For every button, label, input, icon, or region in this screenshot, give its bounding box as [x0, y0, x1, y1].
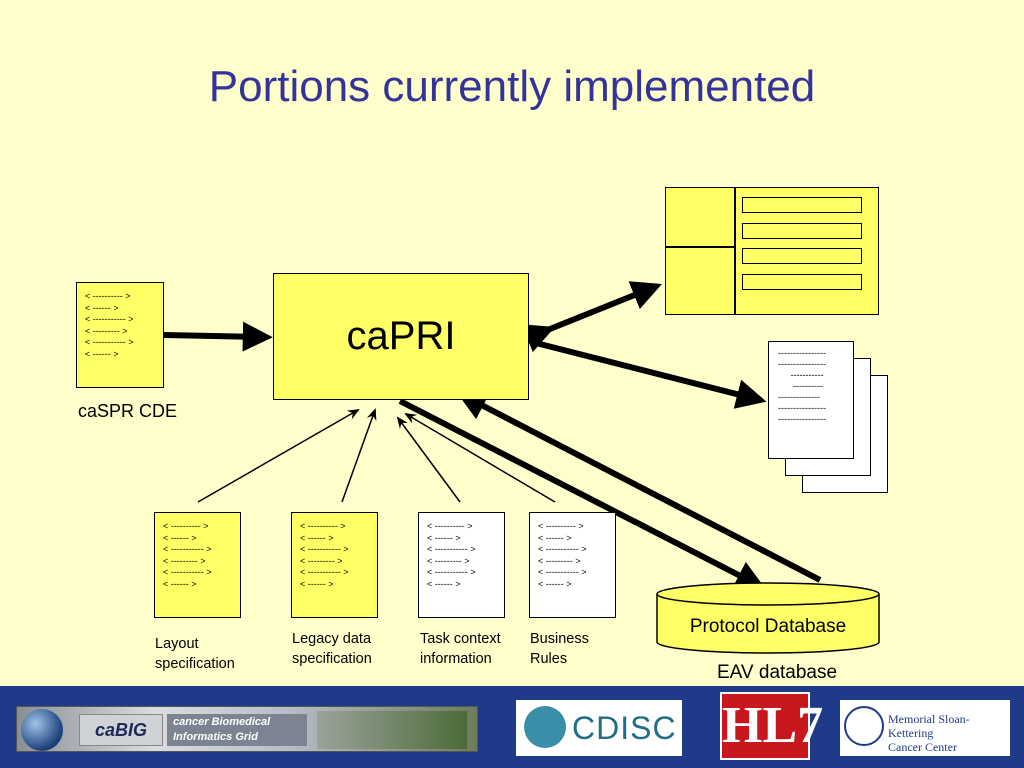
- capri-label: caPRI: [346, 314, 456, 358]
- protocol-database-label: Protocol Database: [689, 616, 847, 637]
- doc-line: < ---------- >: [85, 291, 131, 301]
- doc-line: < ---------- >: [163, 521, 209, 531]
- cdisc-helix-icon: [524, 706, 566, 748]
- msk-seal-icon: [844, 706, 884, 746]
- business-rules-label: Business Rules: [530, 629, 589, 669]
- label-line: specification: [292, 651, 372, 667]
- report-line: ----------------: [778, 348, 826, 358]
- doc-line: < --------- >: [427, 555, 470, 566]
- doc-line: < --------- >: [300, 555, 343, 566]
- globe-icon: [21, 709, 63, 751]
- doc-line: < ------ >: [300, 532, 334, 543]
- form-field: [742, 248, 862, 264]
- doc-line: < ----------- >: [300, 544, 349, 554]
- msk-line: Cancer Center: [888, 740, 957, 754]
- arrow-task-to-capri: [396, 416, 461, 503]
- doc-line: < ------ >: [300, 578, 334, 589]
- cabig-wordmark: caBIG: [79, 714, 163, 746]
- eav-database-label: EAV database: [717, 662, 838, 683]
- doc-line: < ------ >: [163, 532, 197, 543]
- doc-line: < ------ >: [163, 578, 197, 589]
- arrow-capri-form-bidirectional: [521, 281, 663, 353]
- cabig-logo: caBIG cancer Biomedical Informatics Grid: [16, 706, 478, 752]
- cdisc-logo: CDISC: [516, 700, 682, 756]
- cabig-tagline: cancer Biomedical Informatics Grid: [167, 714, 307, 746]
- capri-box: caPRI: [273, 273, 529, 400]
- form-divider: [666, 246, 734, 248]
- label-line: Layout: [155, 636, 199, 652]
- report-line: ----------------: [778, 414, 826, 424]
- form-window-icon: [665, 187, 879, 315]
- label-line: Task context: [420, 631, 501, 647]
- arrow-database-to-capri: [456, 392, 822, 583]
- form-field: [742, 197, 862, 213]
- form-field: [742, 223, 862, 239]
- label-line: specification: [155, 656, 235, 672]
- doc-line: < ----------- >: [300, 567, 349, 577]
- caspr-cde-label: caSPR CDE: [78, 401, 178, 421]
- arrow-caspr-to-capri: [163, 321, 273, 352]
- legacy-data-document: < ---------- > < ------ > < ----------- …: [291, 512, 378, 618]
- tagline-line: cancer Biomedical: [173, 716, 271, 728]
- arrow-capri-to-report: [531, 339, 767, 409]
- doc-line: < ----------- >: [427, 544, 476, 554]
- doc-line: < ------ >: [538, 578, 572, 589]
- arrow-layout-to-capri: [197, 409, 360, 503]
- legacy-data-label: Legacy data specification: [292, 629, 372, 669]
- doc-line: < ----------- >: [538, 544, 587, 554]
- cdisc-wordmark: CDISC: [572, 710, 677, 746]
- report-line: ----------------: [778, 403, 826, 413]
- form-field: [742, 274, 862, 290]
- caspr-cde-document: < ---------- > < ------ > < ----------- …: [76, 282, 164, 388]
- doc-line: < ----------- >: [163, 567, 212, 577]
- report-line: --------------: [778, 392, 820, 402]
- hl7-wordmark: HL7: [722, 694, 823, 758]
- doc-line: < ----------- >: [163, 544, 212, 554]
- doc-line: < ----------- >: [427, 567, 476, 577]
- arrow-rules-to-capri: [404, 412, 556, 503]
- doc-line: < ----------- >: [538, 567, 587, 577]
- layout-spec-label: Layout specification: [155, 634, 235, 674]
- report-line: ----------------: [778, 359, 826, 369]
- report-line: -----------: [778, 370, 824, 380]
- doc-line: < --------- >: [163, 555, 206, 566]
- doc-line: < ---------- >: [538, 521, 584, 531]
- msk-wordmark: Memorial Sloan-Kettering Cancer Center: [888, 712, 1010, 754]
- tagline-line: Informatics Grid: [173, 731, 258, 743]
- protocol-database-cylinder: [656, 582, 880, 654]
- msk-logo: Memorial Sloan-Kettering Cancer Center: [840, 700, 1010, 756]
- doc-line: < ----------- >: [85, 314, 134, 324]
- hl7-logo: HL7: [720, 692, 823, 760]
- task-context-label: Task context information: [420, 629, 501, 669]
- label-line: Legacy data: [292, 631, 372, 647]
- doc-line: < ------ >: [427, 578, 461, 589]
- arrow-capri-to-database: [398, 398, 766, 589]
- doc-line: < ----------- >: [85, 337, 134, 347]
- report-page-front: ---------------- ---------------- ------…: [768, 341, 854, 459]
- doc-line: < ------ >: [427, 532, 461, 543]
- label-line: information: [420, 651, 492, 667]
- business-rules-document: < ---------- > < ------ > < ----------- …: [529, 512, 616, 618]
- doc-line: < --------- >: [538, 555, 581, 566]
- task-context-document: < ---------- > < ------ > < ----------- …: [418, 512, 505, 618]
- msk-line: Memorial Sloan-Kettering: [888, 712, 970, 740]
- label-line: Business: [530, 631, 589, 647]
- page-title: Portions currently implemented: [208, 62, 816, 111]
- layout-spec-document: < ---------- > < ------ > < ----------- …: [154, 512, 241, 618]
- doc-line: < ---------- >: [300, 521, 346, 531]
- doc-line: < ------ >: [538, 532, 572, 543]
- doc-line: < ------ >: [85, 348, 119, 359]
- label-line: Rules: [530, 651, 568, 667]
- report-line: ----------: [778, 381, 823, 391]
- doc-line: < --------- >: [85, 325, 128, 336]
- arrow-legacy-to-capri: [341, 408, 377, 503]
- form-divider: [734, 188, 736, 314]
- map-graphic: [317, 711, 467, 749]
- doc-line: < ------ >: [85, 302, 119, 313]
- doc-line: < ---------- >: [427, 521, 473, 531]
